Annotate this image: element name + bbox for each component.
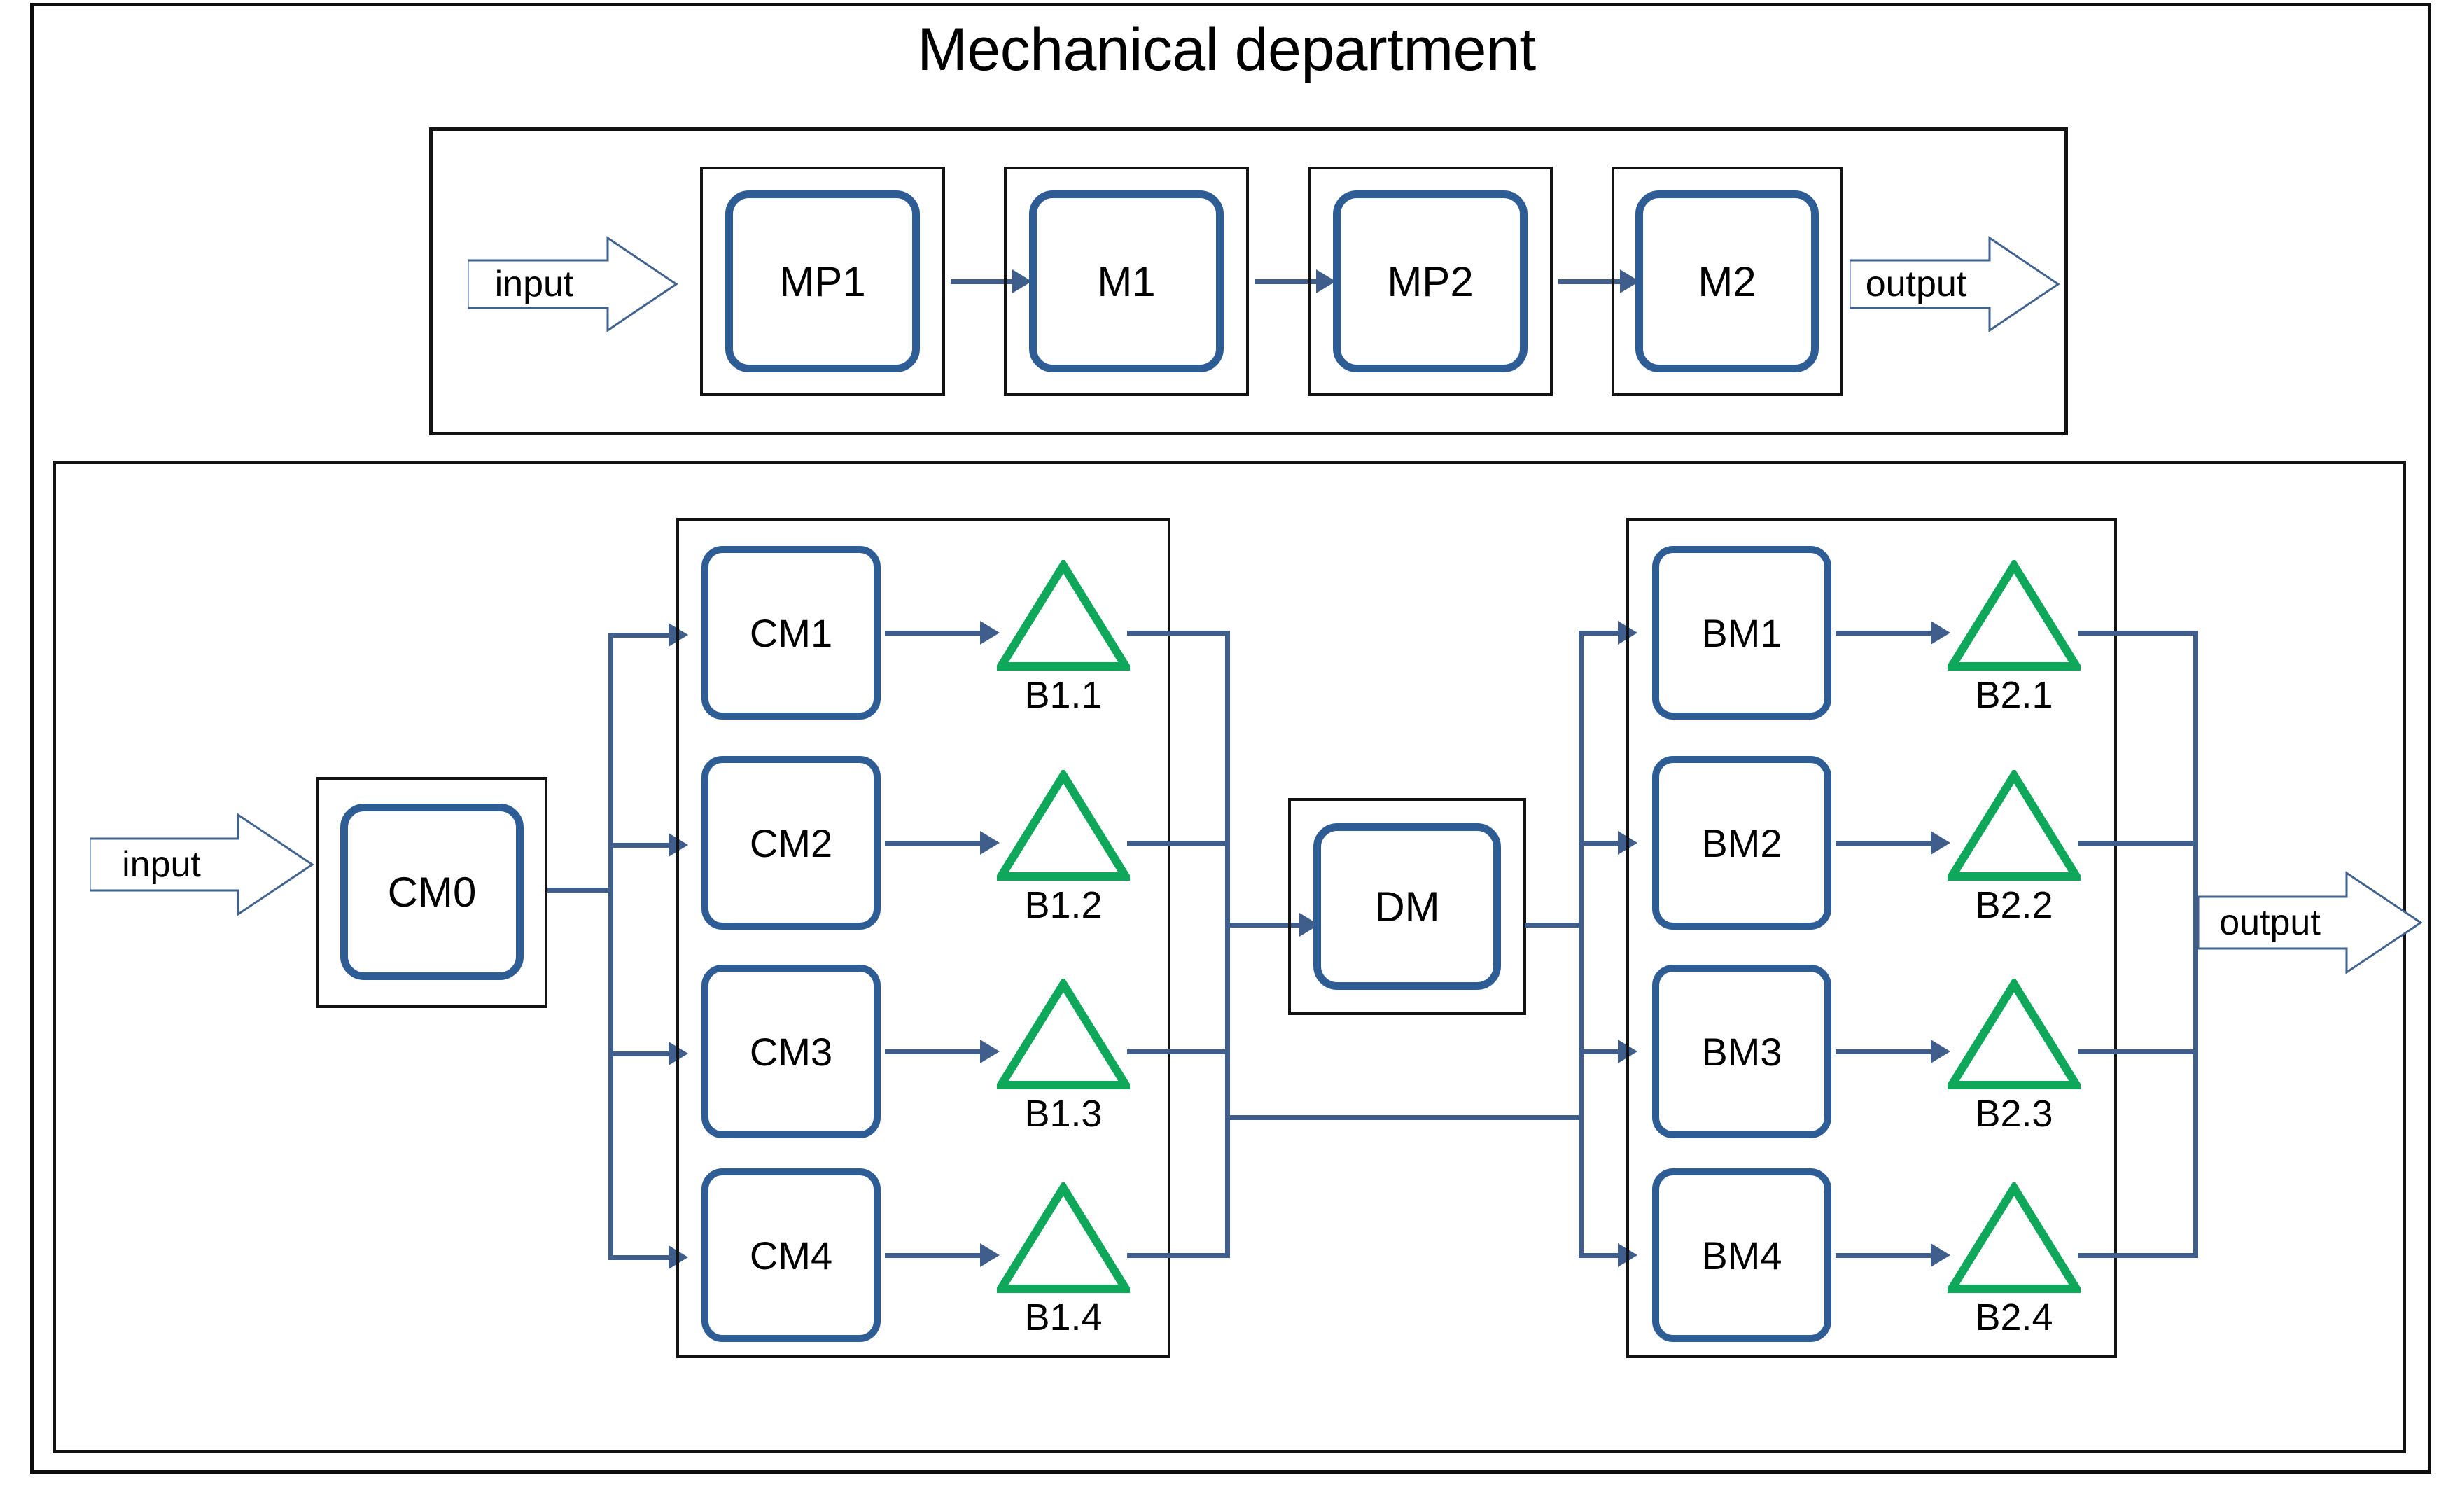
connector-b22-to-bus bbox=[2078, 841, 2198, 846]
bottom-input-label: input bbox=[122, 844, 201, 885]
arrowhead-cm1-b11 bbox=[980, 621, 1000, 645]
branch-to-bm3 bbox=[1579, 1049, 1621, 1054]
connector-cm0-to-fanout bbox=[547, 888, 613, 892]
node-box-m2 bbox=[1612, 167, 1843, 396]
connector-dm-to-fanout bbox=[1525, 923, 1584, 927]
connector-b24-to-bus bbox=[2078, 1253, 2198, 1258]
connector-b13-to-bus bbox=[1127, 1049, 1230, 1054]
node-box-m1 bbox=[1004, 167, 1249, 396]
group-box-stage-one bbox=[676, 518, 1170, 1358]
connector-b14-to-bus bbox=[1127, 1253, 1230, 1258]
arrowhead-m1-mp2 bbox=[1316, 270, 1336, 293]
buffer-label-b11: B1.1 bbox=[1024, 674, 1103, 716]
connector-bus-to-dm bbox=[1225, 923, 1302, 927]
arrowhead-cm2-b12 bbox=[980, 831, 1000, 855]
buffer-label-b14: B1.4 bbox=[1024, 1296, 1103, 1338]
node-box-cm0 bbox=[316, 777, 547, 1008]
arrowhead-bm1-b21 bbox=[1931, 621, 1950, 645]
branch-to-bm4 bbox=[1579, 1253, 1621, 1258]
collect-bus-stage2 bbox=[2193, 631, 2198, 1258]
connector-cm1-b11 bbox=[885, 631, 983, 636]
branch-to-cm3 bbox=[608, 1051, 671, 1056]
arrowhead-cm3-b13 bbox=[980, 1040, 1000, 1063]
connector-b11-to-bus bbox=[1127, 631, 1230, 636]
buffer-triangle-b14[interactable] bbox=[997, 1182, 1130, 1294]
process-cm3[interactable]: CM3 bbox=[701, 965, 881, 1138]
connector-mp2-m2 bbox=[1558, 279, 1623, 284]
group-box-stage-two bbox=[1626, 518, 2117, 1358]
buffer-label-b13: B1.3 bbox=[1024, 1093, 1103, 1135]
buffer-label-b23: B2.3 bbox=[1975, 1093, 2053, 1135]
top-output-block-arrow bbox=[1850, 235, 2060, 333]
buffer-triangle-b24[interactable] bbox=[1948, 1182, 2081, 1294]
bottom-output-block-arrow bbox=[2198, 870, 2422, 975]
buffer-triangle-b13[interactable] bbox=[997, 979, 1130, 1091]
connector-stage1-bus-to-stage2-bus bbox=[1225, 1115, 1584, 1120]
process-cm4[interactable]: CM4 bbox=[701, 1168, 881, 1342]
process-cm2[interactable]: CM2 bbox=[701, 756, 881, 930]
process-bm2[interactable]: BM2 bbox=[1652, 756, 1831, 930]
branch-to-cm4 bbox=[608, 1255, 671, 1260]
arrowhead-cm4-b14 bbox=[980, 1243, 1000, 1267]
connector-b12-to-bus bbox=[1127, 841, 1230, 846]
top-input-label: input bbox=[494, 264, 574, 304]
connector-cm3-b13 bbox=[885, 1049, 983, 1054]
node-box-mp2 bbox=[1308, 167, 1553, 396]
arrowhead-bm3-b23 bbox=[1931, 1040, 1950, 1063]
connector-bm3-b23 bbox=[1836, 1049, 1934, 1054]
process-m1[interactable]: M1 bbox=[1029, 190, 1224, 372]
connector-b23-to-bus bbox=[2078, 1049, 2198, 1054]
process-cm1[interactable]: CM1 bbox=[701, 546, 881, 720]
branch-to-cm1 bbox=[608, 633, 671, 638]
top-panel-frame bbox=[429, 127, 2068, 435]
arrowhead-mp1-m1 bbox=[1012, 270, 1032, 293]
process-bm3[interactable]: BM3 bbox=[1652, 965, 1831, 1138]
fanout-bus-stage2 bbox=[1579, 631, 1584, 1258]
process-mp1[interactable]: MP1 bbox=[725, 190, 920, 372]
branch-to-cm2 bbox=[608, 843, 671, 848]
connector-m1-mp2 bbox=[1255, 279, 1319, 284]
buffer-label-b24: B2.4 bbox=[1975, 1296, 2053, 1338]
process-bm4[interactable]: BM4 bbox=[1652, 1168, 1831, 1342]
process-dm[interactable]: DM bbox=[1313, 823, 1501, 990]
buffer-triangle-b11[interactable] bbox=[997, 560, 1130, 672]
fanout-bus-stage1 bbox=[608, 633, 613, 1255]
buffer-triangle-b23[interactable] bbox=[1948, 979, 2081, 1091]
branch-to-bm1 bbox=[1579, 631, 1621, 636]
connector-bm1-b21 bbox=[1836, 631, 1934, 636]
branch-to-bm2 bbox=[1579, 841, 1621, 846]
connector-mp1-m1 bbox=[951, 279, 1015, 284]
top-output-label: output bbox=[1865, 264, 1967, 304]
buffer-label-b12: B1.2 bbox=[1024, 884, 1103, 926]
page-title: Mechanical department bbox=[917, 16, 1536, 83]
node-box-dm bbox=[1288, 798, 1526, 1015]
buffer-label-b21: B2.1 bbox=[1975, 674, 2053, 716]
process-mp2[interactable]: MP2 bbox=[1333, 190, 1528, 372]
buffer-label-b22: B2.2 bbox=[1975, 884, 2053, 926]
collect-bus-stage1 bbox=[1225, 631, 1230, 1258]
bottom-input-block-arrow bbox=[90, 812, 314, 917]
connector-bm2-b22 bbox=[1836, 841, 1934, 846]
top-input-block-arrow bbox=[468, 235, 678, 333]
buffer-triangle-b22[interactable] bbox=[1948, 770, 2081, 882]
connector-bm4-b24 bbox=[1836, 1253, 1934, 1258]
buffer-triangle-b21[interactable] bbox=[1948, 560, 2081, 672]
arrowhead-bm2-b22 bbox=[1931, 831, 1950, 855]
outer-page-frame bbox=[30, 3, 2431, 1474]
connector-b21-to-bus bbox=[2078, 631, 2198, 636]
arrowhead-bm4-b24 bbox=[1931, 1243, 1950, 1267]
process-m2[interactable]: M2 bbox=[1635, 190, 1819, 372]
connector-cm4-b14 bbox=[885, 1253, 983, 1258]
bottom-output-label: output bbox=[2219, 902, 2321, 943]
bottom-panel-frame bbox=[53, 461, 2406, 1453]
buffer-triangle-b12[interactable] bbox=[997, 770, 1130, 882]
process-bm1[interactable]: BM1 bbox=[1652, 546, 1831, 720]
connector-cm2-b12 bbox=[885, 841, 983, 846]
process-cm0[interactable]: CM0 bbox=[340, 804, 524, 980]
node-box-mp1 bbox=[700, 167, 945, 396]
